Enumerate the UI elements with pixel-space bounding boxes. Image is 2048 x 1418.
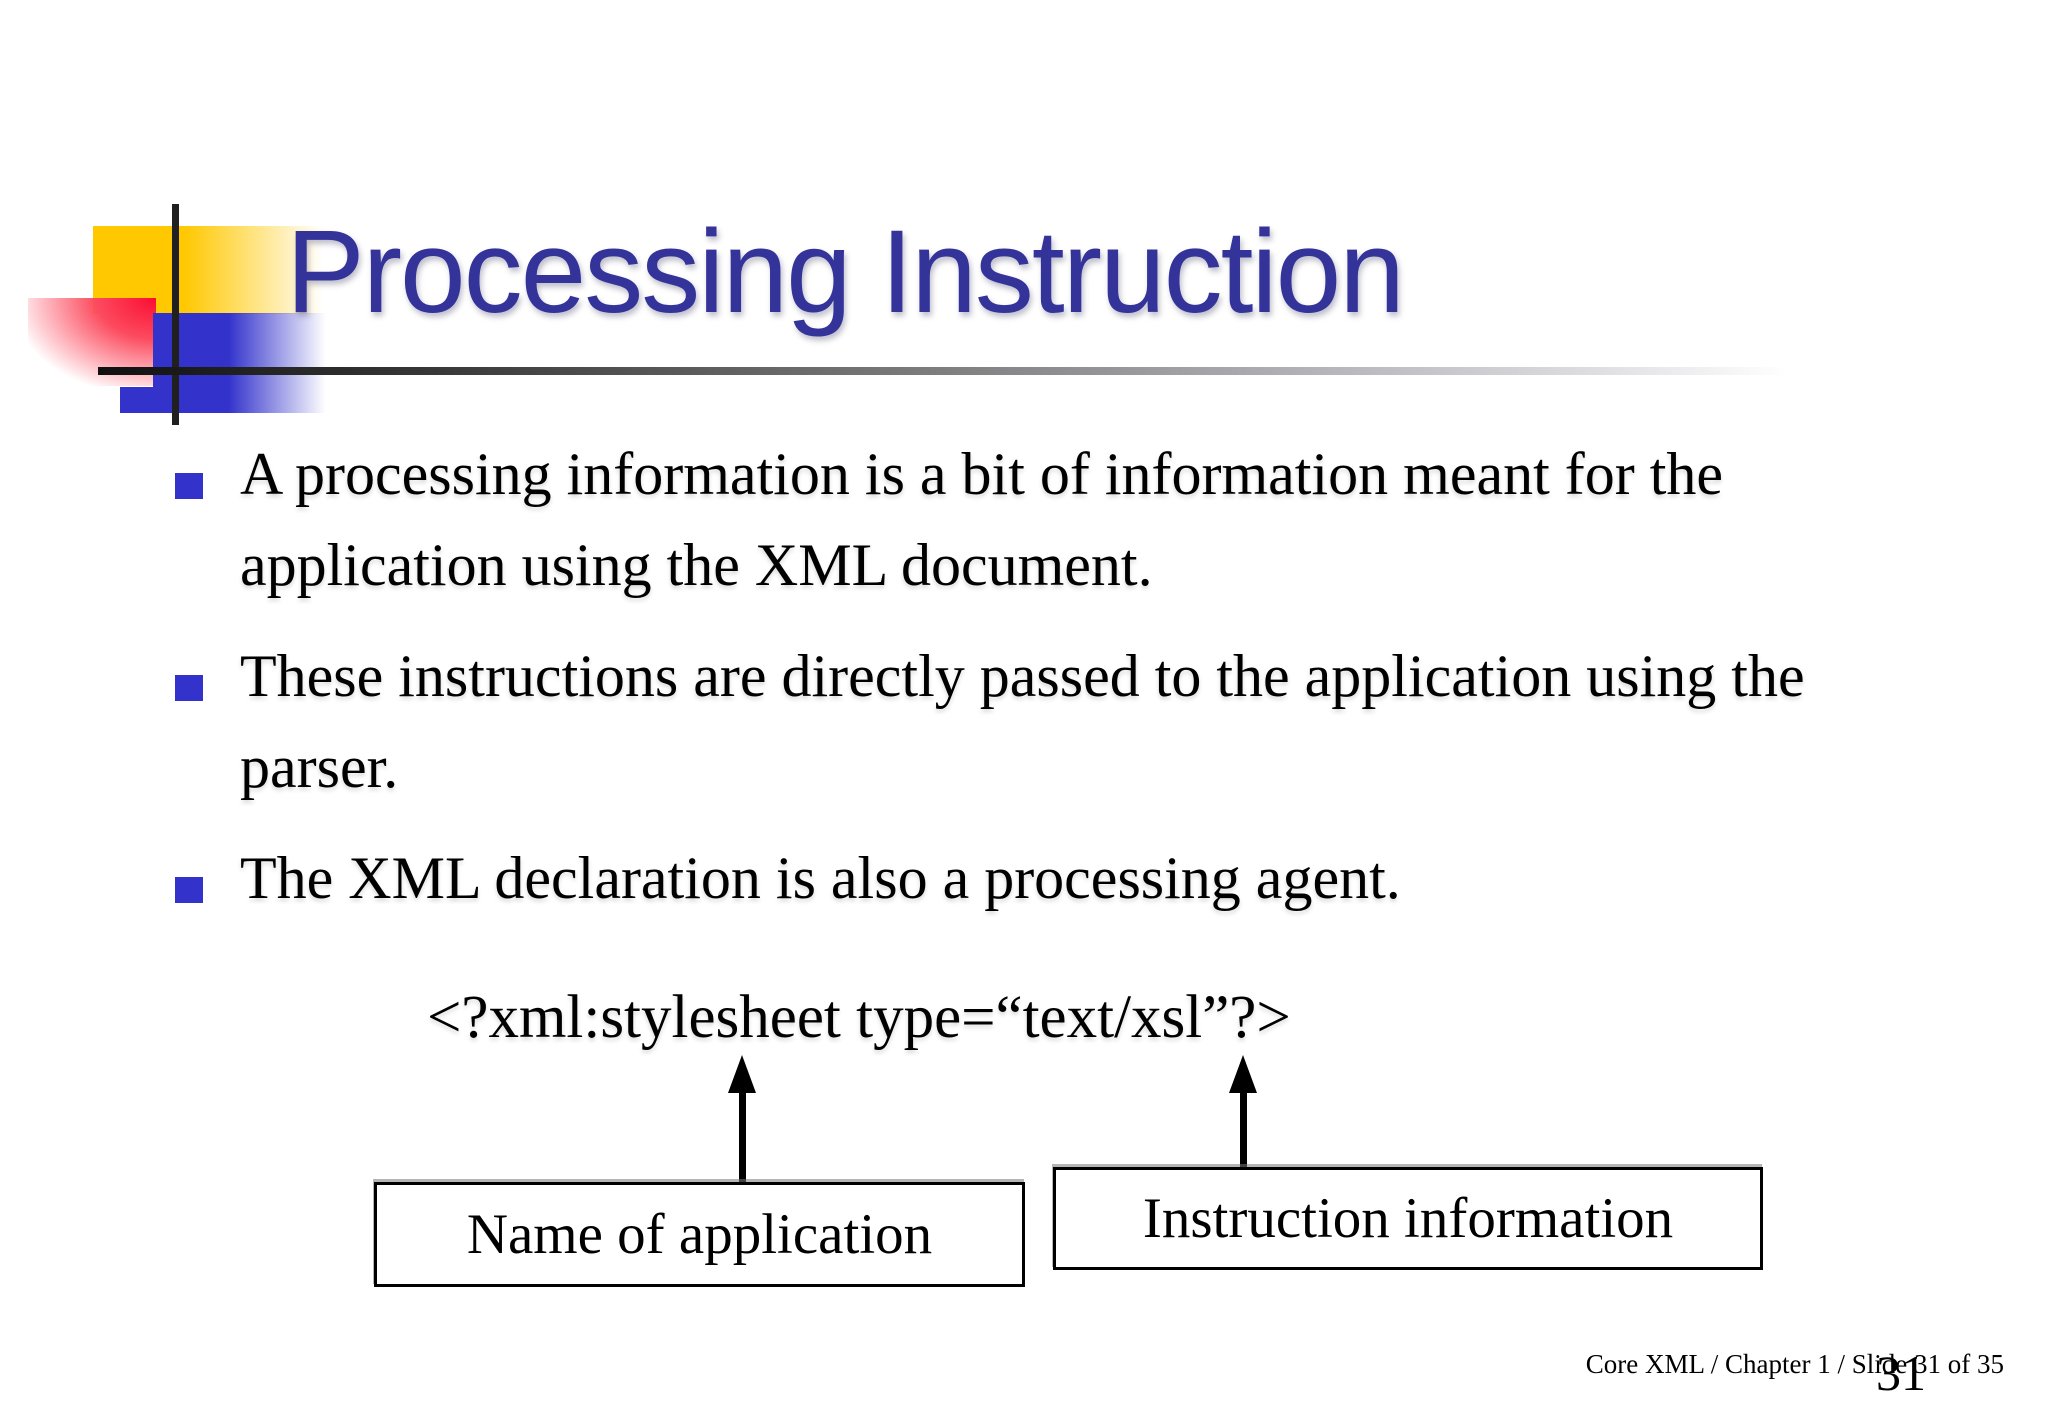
decoration-blue-square	[153, 313, 333, 413]
arrow-shaft	[738, 1093, 746, 1182]
decoration-blue-notch	[120, 387, 154, 413]
callout-box-instruction-information: Instruction information	[1053, 1167, 1763, 1270]
bullet-text: The XML declaration is also a processing…	[240, 845, 1401, 911]
bullet-marker-icon	[175, 473, 203, 499]
slide-number: 31	[1876, 1345, 1926, 1401]
arrow-head	[728, 1055, 756, 1093]
arrow-shaft	[1239, 1093, 1247, 1167]
callout-label: Instruction information	[1142, 1187, 1674, 1250]
bullet-text: A processing information is a bit of inf…	[240, 441, 1724, 598]
slide-title: Processing Instruction	[286, 206, 1405, 338]
bullet-marker-icon	[175, 877, 203, 903]
callout-label: Name of application	[466, 1203, 933, 1266]
code-example: <?xml:stylesheet type=“text/xsl”?>	[427, 984, 1291, 1051]
callout-box-name-of-application: Name of application	[374, 1182, 1025, 1287]
bullet-item: These instructions are directly passed t…	[175, 631, 1865, 813]
bullet-item: The XML declaration is also a processing…	[175, 833, 1865, 924]
up-arrow-icon	[1229, 1055, 1257, 1167]
decoration-vertical-line	[172, 204, 179, 425]
footer-text: Core XML / Chapter 1 / Slide 31 of 35	[1585, 1349, 2004, 1379]
title-underline-rule	[98, 367, 1858, 375]
up-arrow-icon	[728, 1055, 756, 1182]
bullet-marker-icon	[175, 675, 203, 701]
bullet-item: A processing information is a bit of inf…	[175, 429, 1865, 611]
arrow-head	[1229, 1055, 1257, 1093]
bullet-text: These instructions are directly passed t…	[240, 643, 1805, 800]
